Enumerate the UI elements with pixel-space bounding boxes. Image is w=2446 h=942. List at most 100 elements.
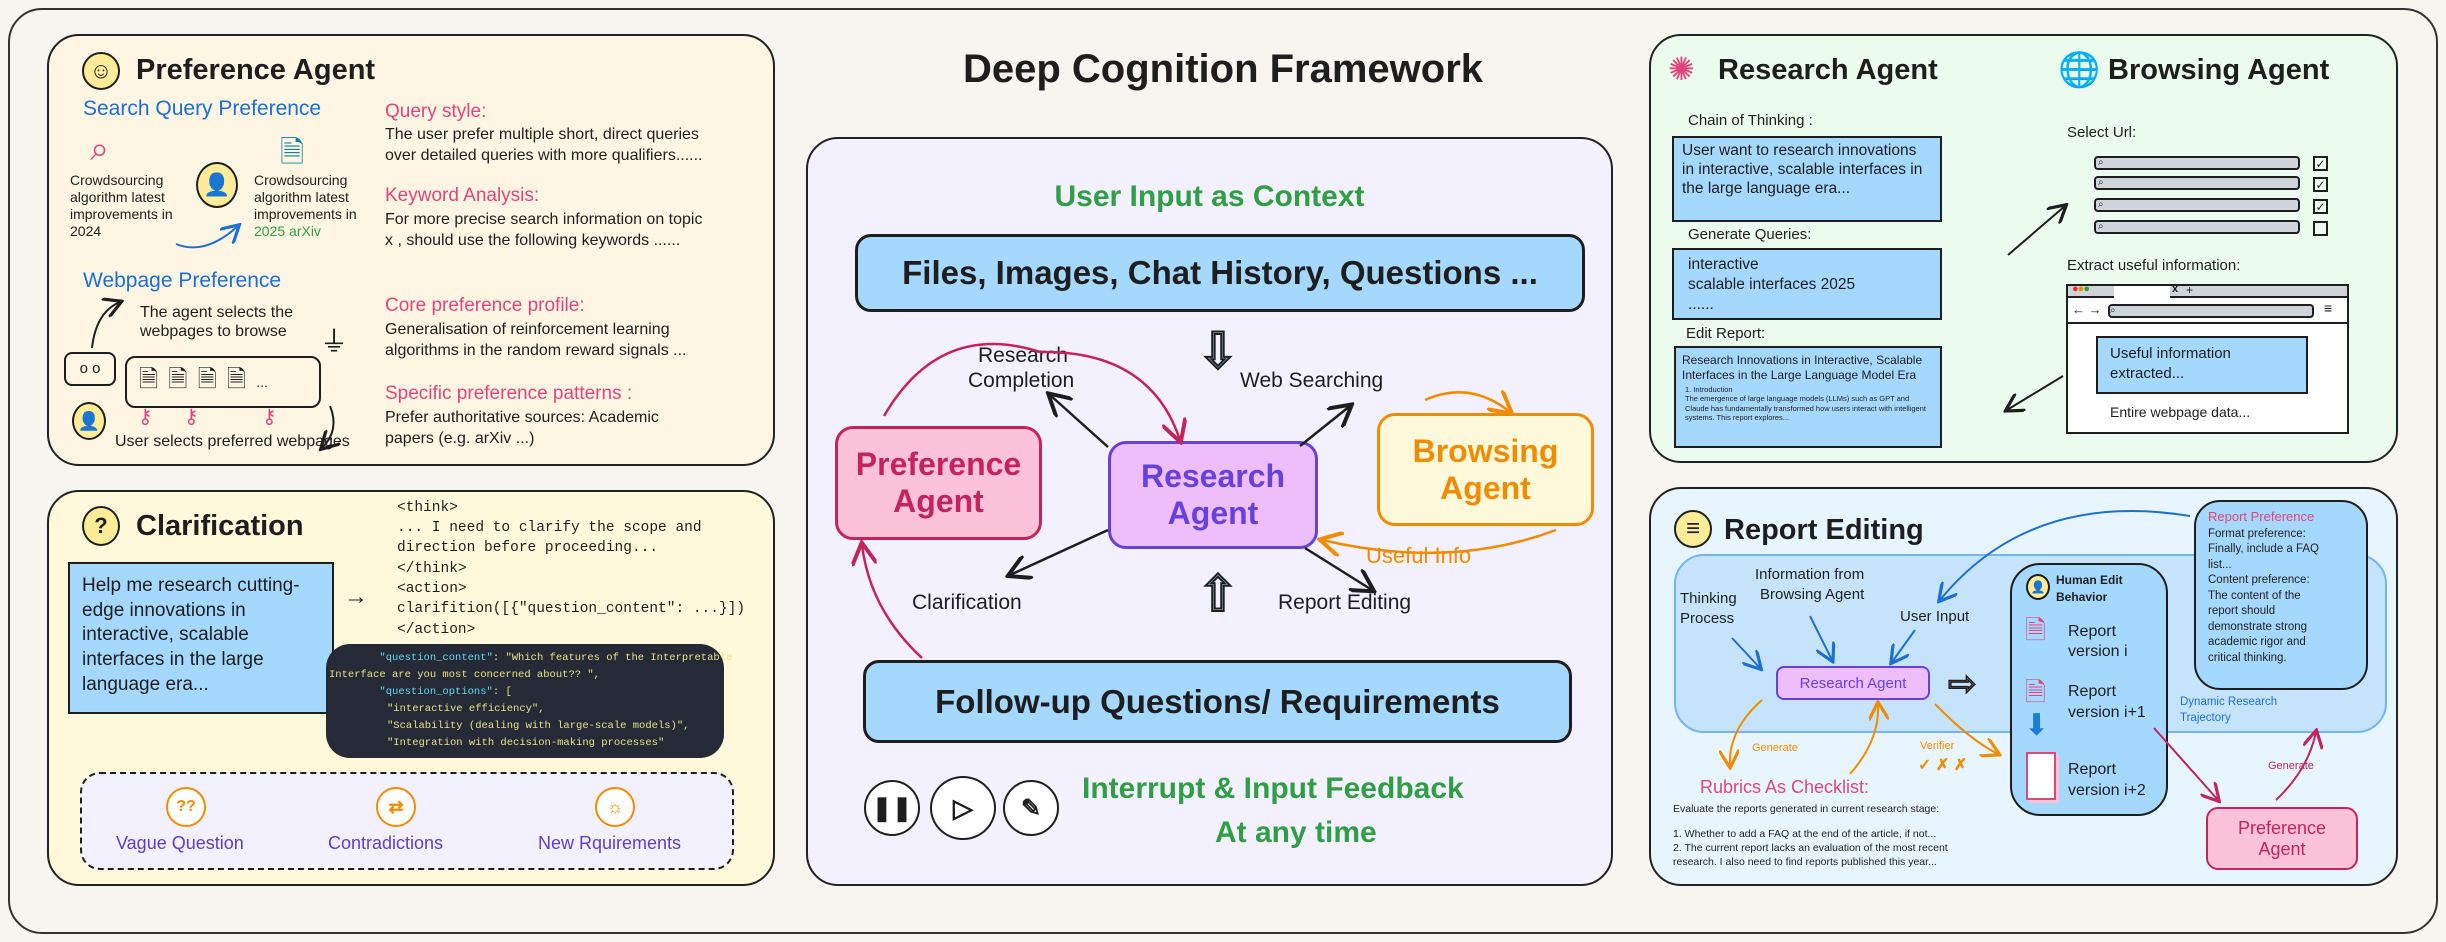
- chain-text: User want to research innovations in int…: [1682, 142, 1923, 197]
- context-label: User Input as Context: [1054, 180, 1365, 213]
- code-block: "question_content": "Which features of t…: [326, 644, 732, 758]
- info-browsing-label: Browsing Agent: [1760, 586, 1865, 603]
- browsing-agent-title: Browsing Agent: [2108, 54, 2330, 86]
- url-checkbox[interactable]: ✓: [2313, 177, 2328, 192]
- preference-heading: Specific preference patterns :: [385, 383, 633, 404]
- menu-lines-icon: ≡: [1674, 510, 1712, 548]
- document-idea-icon: 🗎: [168, 365, 188, 393]
- type-vague-question: Vague Question: [116, 833, 244, 853]
- tab-close-icon[interactable]: x: [2172, 283, 2179, 295]
- generate-label: Generate: [1752, 742, 1798, 754]
- preference-agent-panel: [47, 34, 775, 466]
- preference-body: For more precise search information on t…: [385, 211, 703, 228]
- clarification-panel-title: Clarification: [136, 510, 304, 542]
- extract-label: Extract useful information:: [2067, 257, 2241, 274]
- webpage-preference-heading: Webpage Preference: [83, 269, 282, 292]
- pause-button[interactable]: ❚❚: [864, 780, 920, 836]
- dynamic-trajectory-label: Trajectory: [2180, 712, 2231, 724]
- followup-box: Follow-up Questions/ Requirements: [863, 660, 1572, 743]
- research-agent-title: Research Agent: [1718, 54, 1938, 86]
- page-title: Deep Cognition Framework: [962, 47, 1484, 91]
- clarification-label: Clarification: [912, 591, 1022, 614]
- rubric-line: 1. Whether to add a FAQ at the end of th…: [1673, 828, 1937, 840]
- code-key: "question_content": [379, 652, 493, 664]
- query-after-line: algorithm latest: [254, 189, 349, 205]
- pref-line: demonstrate strong: [2208, 620, 2308, 633]
- thinking-process-label: Thinking: [1680, 590, 1737, 607]
- new-tab-icon[interactable]: +: [2186, 283, 2194, 297]
- rubrics-heading: Rubrics As Checklist:: [1700, 777, 1870, 797]
- url-checkbox[interactable]: ✓: [2313, 156, 2328, 171]
- dynamic-trajectory-label: Dynamic Research: [2180, 696, 2278, 708]
- query-after-line: Crowdsourcing: [254, 172, 348, 188]
- code-key: "question_options": [379, 686, 493, 698]
- query-before-line: algorithm latest: [70, 189, 165, 205]
- browser-tab[interactable]: [2114, 286, 2170, 298]
- edit-button[interactable]: ✎: [1003, 780, 1059, 836]
- preference-body: x , should use the following keywords ..…: [385, 232, 681, 249]
- search-query-preference-heading: Search Query Preference: [83, 97, 322, 120]
- report-editing-label: Report Editing: [1278, 591, 1412, 614]
- window-controls-icon: ●●●: [2072, 283, 2090, 295]
- preference-heading: Query style:: [385, 101, 487, 122]
- report-version-label: Report: [2068, 683, 2117, 700]
- preference-body: Generalisation of reinforcement learning: [385, 321, 670, 338]
- type-contradictions: Contradictions: [328, 833, 444, 853]
- url-bar[interactable]: ⌕: [2094, 220, 2300, 234]
- web-searching-label: Web Searching: [1240, 369, 1384, 392]
- query-after-highlight: 2025 arXiv: [254, 223, 321, 239]
- pref-line: critical thinking.: [2208, 651, 2287, 664]
- rubric-line: 2. The current report lacks an evaluatio…: [1673, 842, 1948, 854]
- query-item: interactive: [1688, 256, 1759, 273]
- human-edit-label: Behavior: [2056, 590, 2108, 604]
- useful-info-box: Useful information extracted...: [2096, 336, 2308, 394]
- preference-agent-label: Preference: [2237, 817, 2327, 838]
- url-bar[interactable]: ⌕: [2094, 198, 2300, 212]
- think-line: clarifition([{"question_content": ...}]): [397, 601, 746, 617]
- research-completion-label: Completion: [968, 369, 1075, 392]
- circuit-icon: ⏚: [320, 326, 349, 357]
- webpage-docs-box: 🗎🗎🗎🗎...: [125, 356, 321, 408]
- down-arrow-icon: ⇩: [1196, 322, 1240, 380]
- browsing-agent-node: Browsing Agent: [1377, 413, 1594, 526]
- url-checkbox[interactable]: [2313, 221, 2328, 236]
- inputs-box: Files, Images, Chat History, Questions .…: [855, 234, 1585, 312]
- interrupt-label: At any time: [1215, 816, 1377, 849]
- code-line: "question_content": "Which features of t…: [329, 650, 732, 667]
- user-avatar-icon: 👤: [196, 162, 238, 208]
- toolbar-divider: [2068, 322, 2347, 324]
- menu-icon[interactable]: ≡: [2324, 300, 2333, 316]
- preference-body: The user prefer multiple short, direct q…: [385, 126, 699, 143]
- url-checkbox[interactable]: ✓: [2313, 199, 2328, 214]
- nav-arrows-icon[interactable]: ← →: [2072, 302, 2102, 317]
- preference-body: algorithms in the random reward signals …: [385, 342, 687, 359]
- research-agent-node: Research Agent: [1108, 441, 1318, 549]
- address-bar[interactable]: ⌕: [2108, 304, 2314, 318]
- user-input-label: User Input: [1900, 608, 1970, 625]
- research-spark-icon: ✺: [1668, 51, 1695, 87]
- globe-search-icon: 🌐: [2058, 51, 2101, 89]
- research-agent-small-node: Research Agent: [1776, 666, 1930, 700]
- smiley-icon: ☺: [82, 52, 120, 90]
- url-bar[interactable]: ⌕: [2094, 176, 2300, 190]
- preference-body: over detailed queries with more qualifie…: [385, 147, 703, 164]
- preference-agent-label: Agent: [2258, 838, 2306, 859]
- report-version-label: version i: [2068, 643, 2128, 660]
- report-draft-title: Research Innovations in Interactive, Sca…: [1682, 353, 1923, 382]
- arrow-right-icon: →: [344, 583, 368, 610]
- research-completion-label: Research: [978, 344, 1068, 367]
- report-editing-title: Report Editing: [1724, 514, 1924, 546]
- play-button[interactable]: ▷: [930, 776, 996, 840]
- browser-tab-bar: [2068, 286, 2347, 298]
- chain-label: Chain of Thinking :: [1688, 112, 1813, 129]
- document-idea-icon: 🗎: [226, 365, 247, 393]
- url-bar[interactable]: ⌕: [2094, 156, 2300, 170]
- robot-agent-icon: o o: [64, 352, 116, 386]
- report-version-label: Report: [2068, 623, 2117, 640]
- queries-box: interactive scalable interfaces 2025 ...…: [1672, 248, 1942, 320]
- think-line: </action>: [397, 622, 476, 638]
- info-browsing-label: Information from: [1755, 566, 1865, 583]
- more-docs-ellipsis: ...: [256, 374, 268, 390]
- search-icon: ⌕: [90, 130, 110, 168]
- agent-selects-text: webpages to browse: [140, 323, 287, 340]
